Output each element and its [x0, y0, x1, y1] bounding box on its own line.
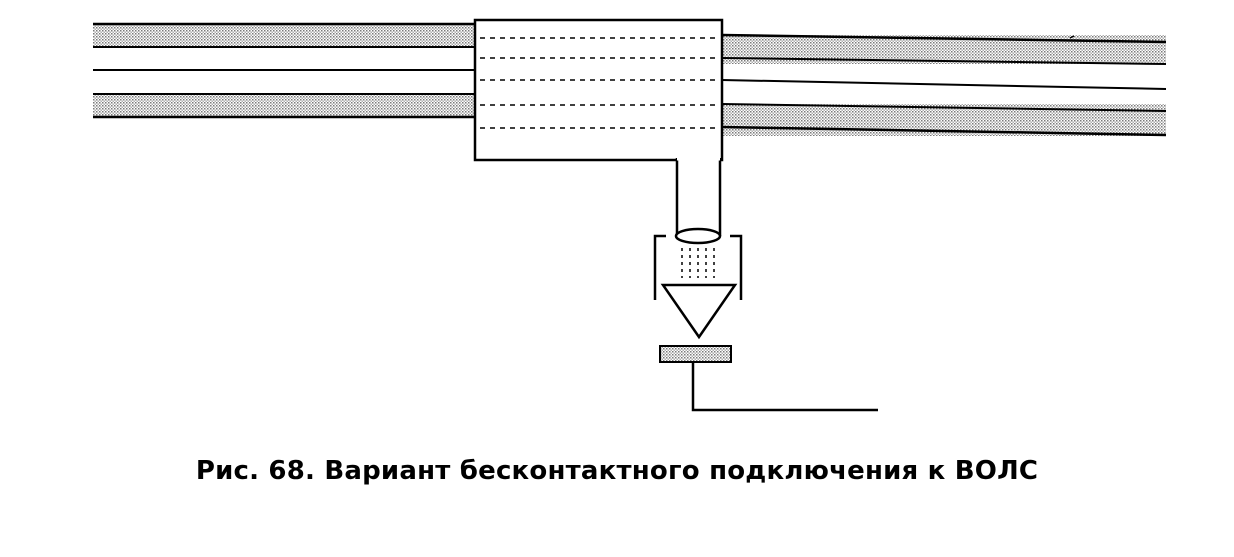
cable-left — [93, 22, 475, 119]
coupler-box-body — [473, 18, 724, 162]
figure-caption: Рис. 68. Вариант бесконтактного подключе… — [195, 456, 1039, 486]
photodetector — [659, 345, 732, 363]
photodetector-plate — [659, 345, 732, 363]
cable-left-shaded-band-top — [93, 24, 475, 47]
cable-right — [721, 33, 1167, 137]
light-rays — [681, 248, 715, 278]
focusing-triangle — [660, 283, 738, 340]
cable-right-fiber-line — [721, 79, 1167, 90]
cable-left-shaded-band-bottom — [93, 94, 475, 117]
coupler-box — [473, 18, 724, 236]
lens-ellipse — [674, 227, 722, 245]
coupler-stem — [677, 158, 720, 236]
output-lead — [691, 362, 878, 412]
focusing-assembly — [653, 227, 743, 340]
lens-housing — [653, 234, 743, 300]
scan-speck — [1069, 35, 1075, 39]
